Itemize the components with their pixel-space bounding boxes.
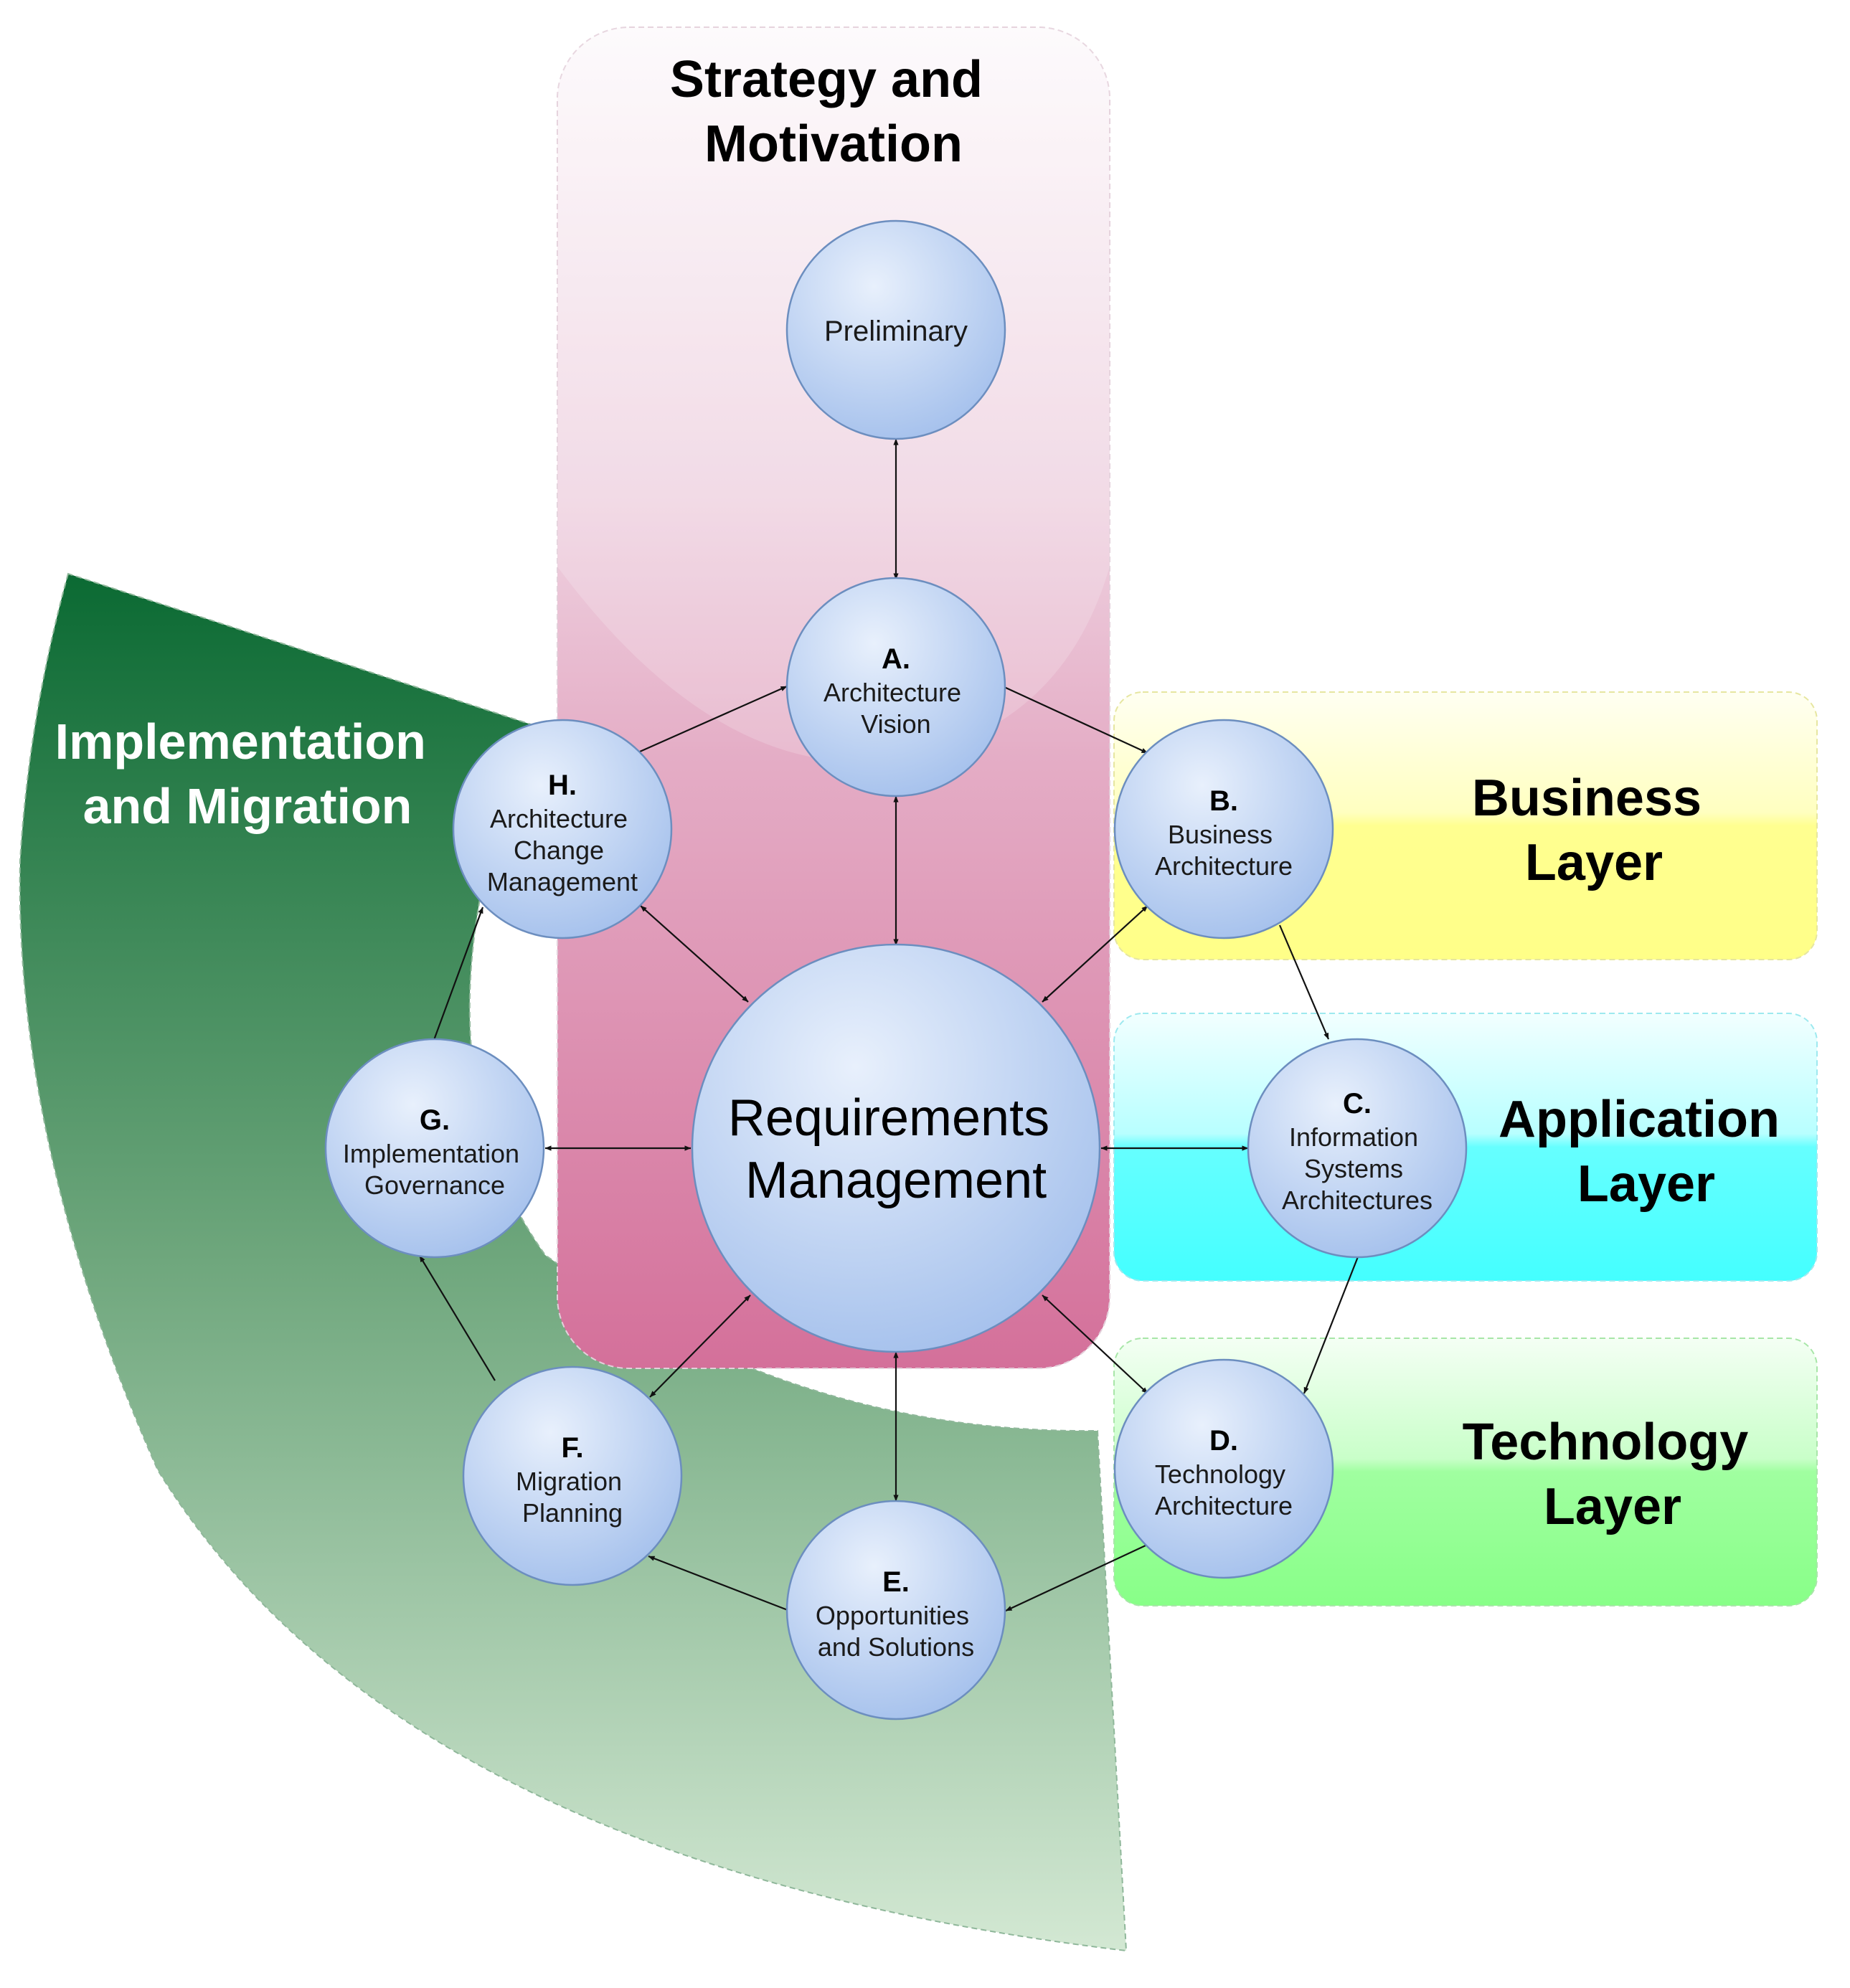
node-requirements-management[interactable]: Requirements Management [691, 943, 1101, 1353]
node-f-label: Migration Planning [516, 1467, 629, 1528]
node-b-business-architecture[interactable]: B. Business Architecture [1113, 719, 1334, 939]
link-d-e [1005, 1545, 1146, 1611]
link-h-requirements [640, 905, 749, 1003]
node-c-information-systems-architectures[interactable]: C. Information Systems Architectures [1247, 1038, 1468, 1259]
node-b-label: Business Architecture [1155, 820, 1293, 881]
node-g-label: Implementation Governance [343, 1139, 527, 1200]
strategy-title: Strategy and Motivation [670, 51, 997, 173]
link-b-c [1278, 924, 1330, 1040]
implementation-title: Implementation and Migration [55, 714, 440, 834]
node-h-label: Architecture Change Management [487, 804, 638, 896]
link-a-b [1004, 686, 1148, 754]
node-a-letter: A. [882, 643, 910, 675]
link-f-g [419, 1255, 496, 1381]
technology-layer-title: Technology Layer [1463, 1414, 1763, 1535]
node-a-label: Architecture Vision [823, 678, 968, 739]
business-layer-title: Business Layer [1472, 770, 1716, 891]
node-e-label: Opportunities and Solutions [816, 1601, 976, 1662]
node-f-letter: F. [561, 1432, 583, 1464]
node-d-technology-architecture[interactable]: D. Technology Architecture [1113, 1358, 1334, 1579]
link-h-a [639, 685, 788, 753]
link-c-d [1303, 1254, 1360, 1394]
link-d-requirements [1042, 1294, 1148, 1394]
node-f-migration-planning[interactable]: F. Migration Planning [462, 1365, 683, 1586]
connectors [419, 438, 1360, 1611]
node-preliminary-label: Preliminary [824, 316, 968, 347]
node-e-letter: E. [882, 1566, 910, 1598]
link-e-f [648, 1555, 788, 1611]
node-h-letter: H. [548, 770, 577, 801]
requirements-management-label: Requirements Management [728, 1089, 1064, 1209]
node-d-letter: D. [1209, 1425, 1238, 1457]
node-d-label: Technology Architecture [1155, 1459, 1293, 1520]
node-preliminary[interactable]: Preliminary [785, 219, 1006, 440]
node-c-label: Information Systems Architectures [1282, 1122, 1433, 1215]
node-b-letter: B. [1209, 785, 1238, 817]
application-layer-title: Application Layer [1499, 1091, 1794, 1213]
node-e-opportunities-and-solutions[interactable]: E. Opportunities and Solutions [785, 1500, 1006, 1720]
node-c-letter: C. [1343, 1088, 1372, 1120]
link-b-requirements [1042, 905, 1148, 1003]
link-g-h [433, 907, 484, 1041]
node-g-letter: G. [420, 1104, 450, 1136]
node-g-implementation-governance[interactable]: G. Implementation Governance [324, 1038, 545, 1259]
link-f-requirements [649, 1294, 751, 1398]
node-h-architecture-change-management[interactable]: H. Architecture Change Management [452, 719, 673, 939]
node-a-architecture-vision[interactable]: A. Architecture Vision [785, 577, 1006, 797]
